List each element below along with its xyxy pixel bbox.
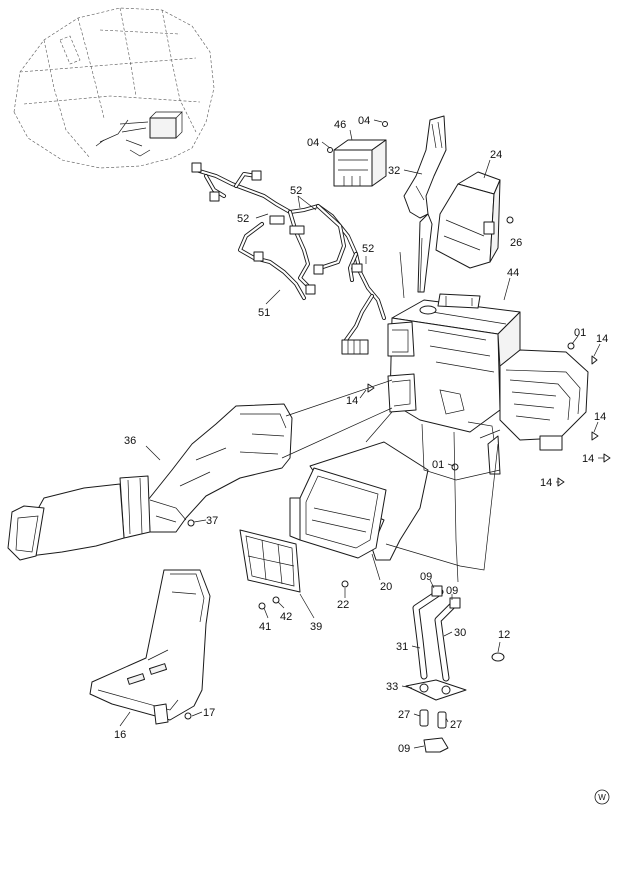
- part-label-51: 51: [258, 307, 270, 319]
- part-label-26: 26: [510, 237, 522, 249]
- part-label-16: 16: [114, 729, 126, 741]
- plate-33: [405, 652, 505, 753]
- filter-39: [239, 529, 301, 610]
- part-label-33: 33: [386, 681, 398, 693]
- part-label-01: 01: [574, 327, 586, 339]
- clamp-icon: [351, 263, 363, 273]
- part-label-32: 32: [388, 165, 400, 177]
- screw-icon: [187, 519, 195, 527]
- screw-icon: [506, 216, 514, 224]
- part-label-52: 52: [237, 213, 249, 225]
- part-label-27: 27: [398, 709, 410, 721]
- clamp-icon: [289, 225, 305, 235]
- part-label-52: 52: [290, 185, 302, 197]
- duct-32: [403, 115, 447, 293]
- part-label-09: 09: [420, 571, 432, 583]
- part-label-09: 09: [398, 743, 410, 755]
- screw-icon: [567, 342, 575, 350]
- part-label-17: 17: [203, 707, 215, 719]
- label-leaders: [119, 119, 604, 749]
- cab-location-inset: [13, 7, 215, 169]
- wiring-harness: [191, 162, 386, 355]
- part-label-42: 42: [280, 611, 292, 623]
- part-label-09: 09: [446, 585, 458, 597]
- duct-36: [7, 403, 293, 561]
- part-label-30: 30: [454, 627, 466, 639]
- guide-lines: [281, 237, 501, 583]
- corner-mark: W: [594, 789, 610, 805]
- part-label-52: 52: [362, 243, 374, 255]
- clamp-icon: [269, 215, 285, 225]
- part-label-37: 37: [206, 515, 218, 527]
- cab-heater-unit-icon: [149, 117, 177, 139]
- part-labels: 04 46 04 32 24 52 52 26 52 44 51 01 14 1…: [114, 115, 608, 755]
- part-label-14: 14: [594, 411, 606, 423]
- screw-icon: [272, 596, 280, 604]
- connector-icon: [191, 162, 202, 173]
- hose-clamp-icon: [449, 597, 461, 609]
- corner-mark-letter: W: [598, 793, 606, 802]
- duct-20: [289, 441, 429, 588]
- connector-icon: [251, 170, 262, 181]
- part-label-14: 14: [346, 395, 358, 407]
- screw-icon: [382, 121, 388, 127]
- part-label-39: 39: [310, 621, 322, 633]
- part-label-01: 01: [432, 459, 444, 471]
- hose-clamp-icon: [431, 585, 443, 597]
- screw-icon: [258, 602, 266, 610]
- screw-icon: [327, 147, 333, 153]
- fitting-icon: [437, 711, 447, 729]
- connector-icon: [313, 264, 324, 275]
- connector-icon: [253, 251, 264, 262]
- part-label-44: 44: [507, 267, 519, 279]
- part-label-04: 04: [307, 137, 319, 149]
- part-label-24: 24: [490, 149, 502, 161]
- grommet-icon: [491, 652, 505, 662]
- part-label-22: 22: [337, 599, 349, 611]
- part-label-41: 41: [259, 621, 271, 633]
- clip-icon: [483, 221, 495, 235]
- part-label-14: 14: [540, 477, 552, 489]
- connector-icon: [539, 435, 563, 451]
- connector-icon: [209, 191, 220, 202]
- part-label-36: 36: [124, 435, 136, 447]
- controller-46: [327, 121, 388, 187]
- part-label-04: 04: [358, 115, 370, 127]
- heater-hoses: [412, 585, 461, 682]
- part-label-12: 12: [498, 629, 510, 641]
- part-label-14: 14: [582, 453, 594, 465]
- connector-icon: [305, 284, 316, 295]
- ac-unit-44: [367, 293, 611, 487]
- part-label-27: 27: [450, 719, 462, 731]
- fitting-icon: [419, 709, 429, 727]
- part-label-20: 20: [380, 581, 392, 593]
- duct-16: [89, 569, 211, 725]
- duct-24: [435, 171, 514, 269]
- circle-w-icon: [594, 789, 610, 805]
- part-label-31: 31: [396, 641, 408, 653]
- connector-block-icon: [341, 339, 369, 355]
- screw-icon: [184, 712, 192, 720]
- part-label-46: 46: [334, 119, 346, 131]
- screw-icon: [341, 580, 349, 588]
- part-label-14: 14: [596, 333, 608, 345]
